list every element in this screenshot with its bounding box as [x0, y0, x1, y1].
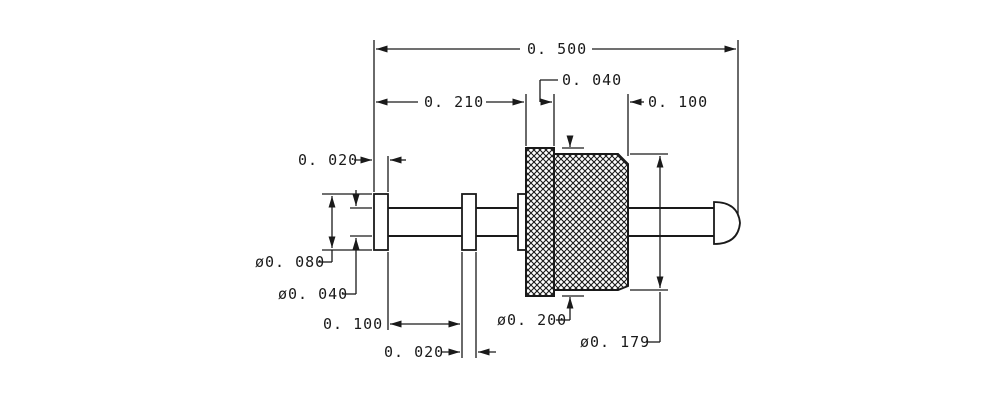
- dim-collar-spacing: 0. 100: [323, 315, 383, 333]
- stop-ring: [517, 193, 527, 251]
- dim-second-collar-thickness: 0. 020: [384, 343, 444, 361]
- dim-body-diameter: ø0. 179: [580, 333, 650, 351]
- knurled-body: [553, 153, 629, 291]
- dim-collar-diameter: ø0. 080: [255, 253, 325, 271]
- part-outline: [373, 147, 741, 297]
- rounded-tip: [713, 201, 741, 245]
- dim-tip-length: 0. 100: [648, 93, 708, 111]
- dim-flange-diameter: ø0. 200: [497, 311, 567, 329]
- dimension-lines: 0. 500 0. 210 0. 040 0. 100 0. 020 ø0. 0…: [255, 40, 739, 361]
- dim-head-to-flange: 0. 210: [424, 93, 484, 111]
- dim-shaft-diameter: ø0. 040: [278, 285, 348, 303]
- knurled-flange: [525, 147, 555, 297]
- middle-collar: [461, 193, 477, 251]
- dim-flange-thickness: 0. 040: [562, 71, 622, 89]
- dim-collar-thickness: 0. 020: [298, 151, 358, 169]
- dim-overall-length: 0. 500: [527, 40, 587, 58]
- head-collar: [373, 193, 389, 251]
